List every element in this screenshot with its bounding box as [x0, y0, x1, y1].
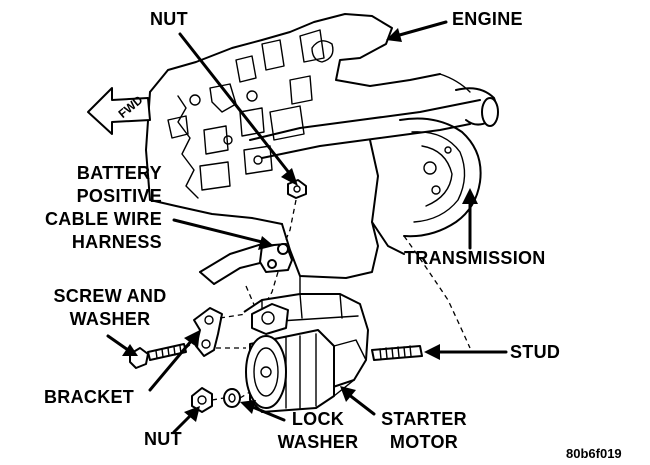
label-screw-line1: SCREW AND: [53, 286, 167, 306]
label-battery-line3: CABLE WIRE: [45, 209, 162, 229]
label-battery-line2: POSITIVE: [76, 186, 162, 206]
label-battery-line1: BATTERY: [76, 163, 162, 183]
leader-bracket: [148, 338, 194, 392]
bracket: [193, 307, 247, 357]
arrowhead-bracket: [184, 330, 200, 348]
leader-screw: [106, 334, 130, 352]
cable-harness: [199, 243, 293, 285]
leader-lock-washer: [248, 404, 286, 422]
leader-starter: [346, 392, 376, 416]
arrowhead-nut-bottom: [184, 406, 200, 422]
label-nut-top: NUT: [150, 9, 188, 29]
leader-battery: [172, 218, 264, 244]
leader-nut-top: [178, 32, 292, 176]
label-lock-line2: WASHER: [277, 432, 359, 452]
lower-nut-and-lock-washer: [191, 387, 251, 413]
leader-engine: [394, 20, 448, 38]
label-battery-positive-cable-wire-harness: BATTERY POSITIVE CABLE WIRE HARNESS: [44, 162, 162, 254]
lower-housing: [281, 221, 379, 297]
label-battery-line4: HARNESS: [71, 232, 162, 252]
label-starter-line1: STARTER: [381, 409, 467, 429]
arrowhead-screw: [122, 344, 138, 356]
figure-code: 80b6f019: [566, 446, 622, 461]
label-bracket: BRACKET: [44, 387, 135, 407]
arrowhead-battery: [258, 236, 274, 250]
transmission-housing: [369, 117, 482, 349]
exhaust-pipe: [249, 73, 499, 159]
label-screw-line2: WASHER: [69, 309, 151, 329]
leader-lines: [106, 20, 508, 434]
label-lock-washer: LOCK WASHER: [270, 408, 366, 454]
arrowhead-lock-washer: [240, 400, 256, 414]
arrowhead-transmission: [462, 188, 478, 204]
starter-motor: [243, 293, 369, 413]
stud: [371, 345, 423, 361]
leader-nut-bottom: [172, 412, 194, 434]
fwd-arrow: FWD: [87, 87, 151, 135]
label-transmission: TRANSMISSION: [404, 248, 546, 268]
engine-block: [145, 13, 441, 225]
arrowhead-nut-top: [281, 168, 298, 186]
label-stud: STUD: [510, 342, 561, 362]
arrowhead-engine: [386, 28, 402, 42]
label-lock-line1: LOCK: [291, 409, 345, 429]
label-screw-and-washer: SCREW AND WASHER: [40, 285, 180, 331]
label-nut-bottom: NUT: [144, 429, 182, 449]
screw-and-washer: [129, 339, 197, 369]
arrowhead-stud: [424, 344, 440, 360]
label-engine: ENGINE: [452, 9, 523, 29]
label-starter-line2: MOTOR: [389, 432, 459, 452]
upper-nut: [283, 179, 307, 245]
label-starter-motor: STARTER MOTOR: [372, 408, 476, 454]
arrowhead-starter: [340, 386, 356, 402]
